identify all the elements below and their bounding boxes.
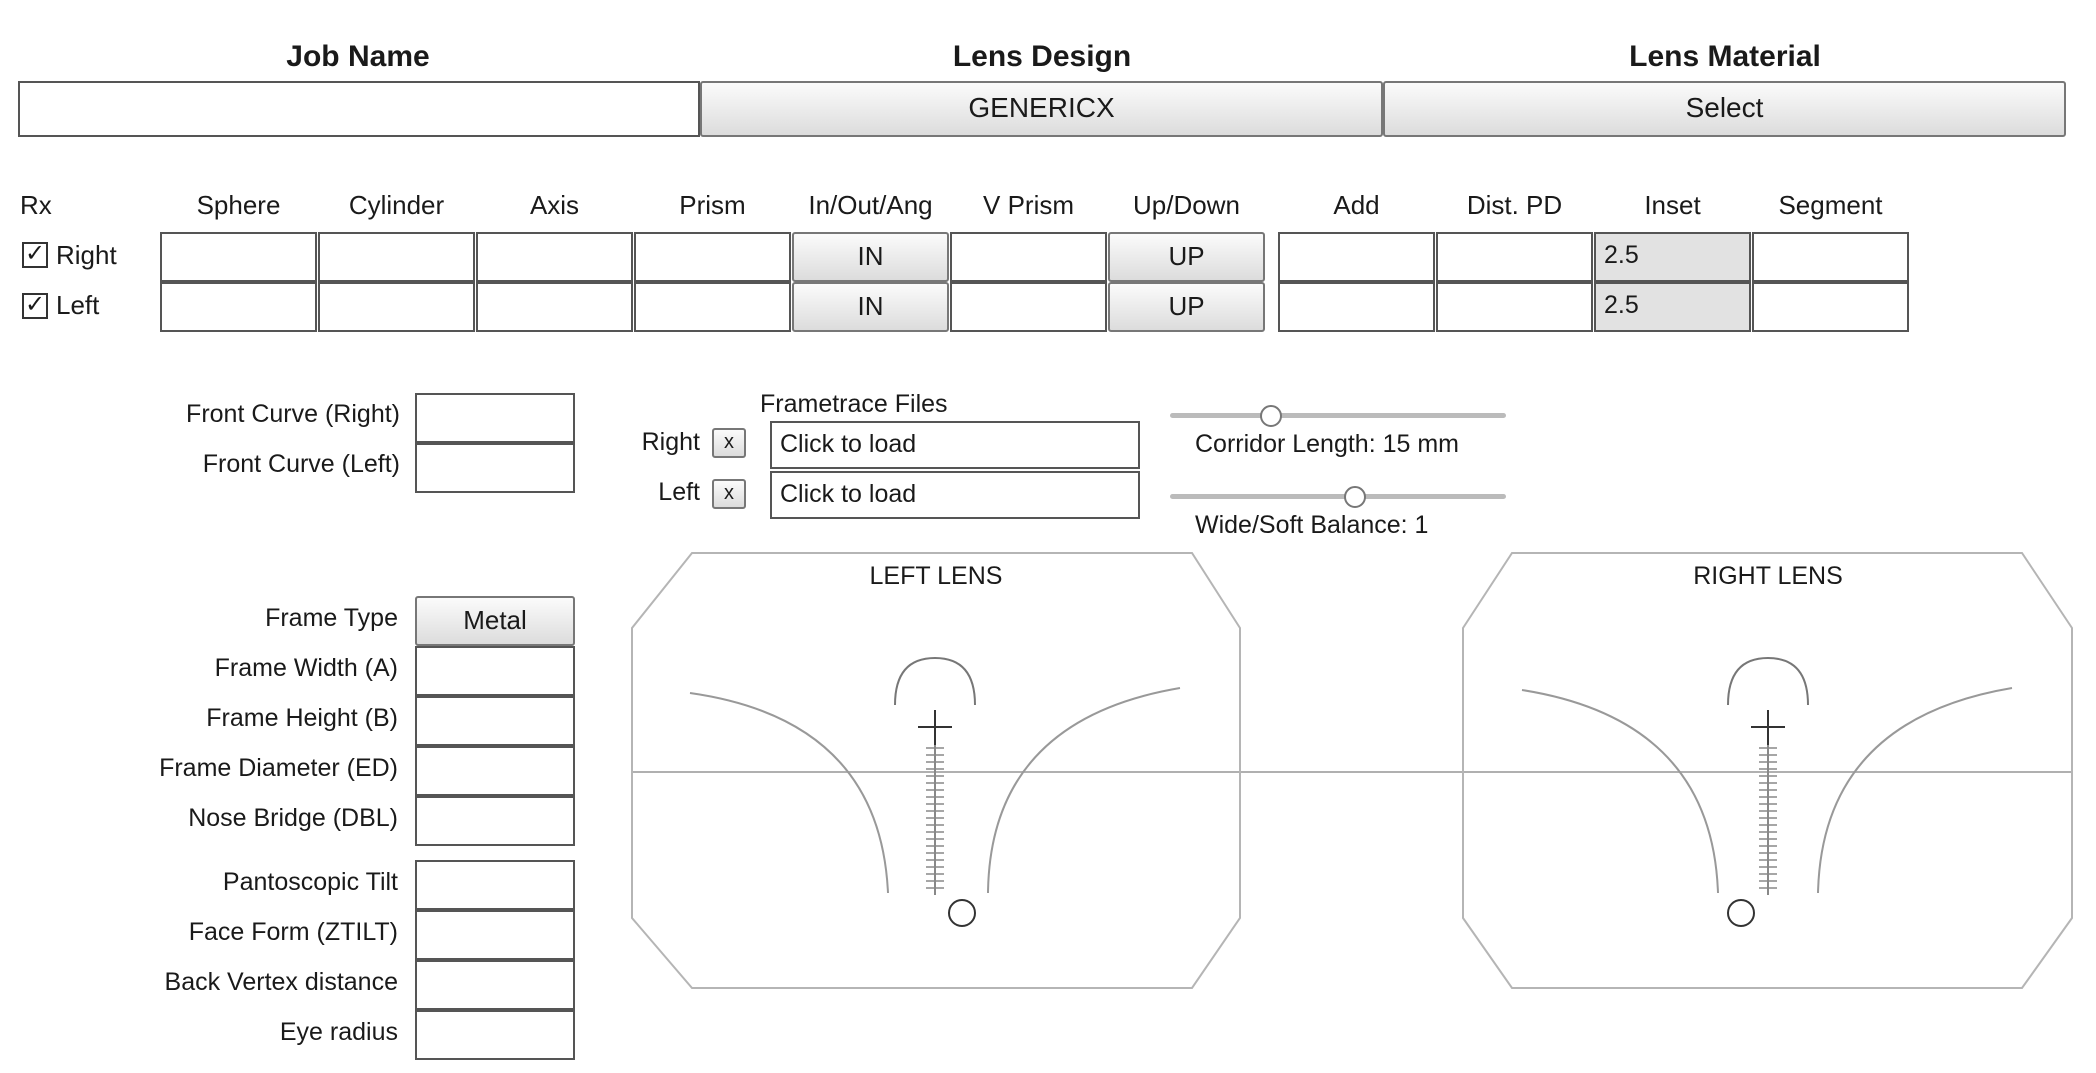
frame-height-input[interactable] xyxy=(415,696,575,746)
back-vertex-input[interactable] xyxy=(415,960,575,1010)
frame-type-label: Frame Type xyxy=(265,604,398,632)
wide-soft-balance-label: Wide/Soft Balance: 1 xyxy=(1195,511,1429,539)
right-v-prism-input[interactable] xyxy=(950,232,1107,282)
left-sphere-input[interactable] xyxy=(160,282,317,332)
left-lens-corridor-ladder xyxy=(926,745,944,895)
frametrace-right-label: Right xyxy=(641,428,700,456)
right-lens-near-arc xyxy=(1727,656,1809,706)
rx-col-header: Cylinder xyxy=(348,190,445,220)
right-prism-input[interactable] xyxy=(634,232,791,282)
right-lens-curve-left xyxy=(1521,689,1719,894)
frame-diameter-input[interactable] xyxy=(415,746,575,796)
front-curve-left-input[interactable] xyxy=(415,443,575,493)
left-add-input[interactable] xyxy=(1278,282,1435,332)
right-lens-fitting-cross xyxy=(1751,710,1785,745)
rx-col-header: Dist. PD xyxy=(1466,190,1563,220)
front-curve-right-label: Front Curve (Right) xyxy=(186,400,400,428)
rx-left-label: Left xyxy=(56,290,100,320)
lens-design-label: Lens Design xyxy=(952,40,1132,73)
left-lens-near-circle xyxy=(948,899,976,927)
frame-width-label: Frame Width (A) xyxy=(214,654,398,682)
pantoscopic-tilt-input[interactable] xyxy=(415,860,575,910)
right-lens-outline xyxy=(1462,552,2073,989)
left-segment-input[interactable] xyxy=(1752,282,1909,332)
right-in-out-ang-button[interactable]: IN xyxy=(792,232,949,282)
left-lens-curve-left xyxy=(689,692,889,894)
right-add-input[interactable] xyxy=(1278,232,1435,282)
rx-col-header: In/Out/Ang xyxy=(808,190,933,220)
lens-material-button[interactable]: Select xyxy=(1383,81,2066,137)
right-checkbox[interactable]: ✓ xyxy=(22,242,48,268)
right-lens-curve-right xyxy=(1817,687,2013,894)
nose-bridge-label: Nose Bridge (DBL) xyxy=(188,804,398,832)
left-dist-pd-input[interactable] xyxy=(1436,282,1593,332)
right-up-down-button[interactable]: UP xyxy=(1108,232,1265,282)
right-sphere-input[interactable] xyxy=(160,232,317,282)
rx-col-header: Sphere xyxy=(196,190,281,220)
left-axis-input[interactable] xyxy=(476,282,633,332)
frametrace-left-clear-button[interactable]: x xyxy=(712,479,746,509)
nose-bridge-input[interactable] xyxy=(415,796,575,846)
frame-height-label: Frame Height (B) xyxy=(206,704,398,732)
right-lens-corridor-ladder xyxy=(1759,745,1777,895)
frametrace-left-label: Left xyxy=(658,478,700,506)
right-segment-input[interactable] xyxy=(1752,232,1909,282)
rx-title: Rx xyxy=(20,190,52,220)
lens-design-button[interactable]: GENERICX xyxy=(700,81,1383,137)
frametrace-right-input[interactable]: Click to load xyxy=(770,421,1140,469)
rx-col-header: Up/Down xyxy=(1133,190,1240,220)
left-lens-title: LEFT LENS xyxy=(869,562,1003,590)
left-up-down-button[interactable]: UP xyxy=(1108,282,1265,332)
frametrace-left-input[interactable]: Click to load xyxy=(770,471,1140,519)
corridor-length-label: Corridor Length: 15 mm xyxy=(1195,430,1460,458)
right-lens-title: RIGHT LENS xyxy=(1693,562,1843,590)
corridor-slider-thumb[interactable] xyxy=(1259,405,1282,427)
left-prism-input[interactable] xyxy=(634,282,791,332)
rx-col-header: V Prism xyxy=(983,190,1074,220)
frame-width-input[interactable] xyxy=(415,646,575,696)
left-in-out-ang-button[interactable]: IN xyxy=(792,282,949,332)
job-name-label: Job Name xyxy=(286,40,430,73)
frametrace-right-clear-button[interactable]: x xyxy=(712,428,746,458)
left-cylinder-input[interactable] xyxy=(318,282,475,332)
left-lens-near-arc xyxy=(894,656,976,706)
right-cylinder-input[interactable] xyxy=(318,232,475,282)
left-lens-curve-right xyxy=(987,687,1181,894)
frame-type-button[interactable]: Metal xyxy=(415,596,575,646)
front-curve-right-input[interactable] xyxy=(415,393,575,443)
right-dist-pd-input[interactable] xyxy=(1436,232,1593,282)
rx-col-header: Add xyxy=(1333,190,1380,220)
left-checkbox[interactable]: ✓ xyxy=(22,293,48,319)
face-form-label: Face Form (ZTILT) xyxy=(188,918,398,946)
left-inset-input[interactable]: 2.5 xyxy=(1594,282,1751,332)
lens-material-label: Lens Material xyxy=(1629,40,1821,73)
left-lens-outline xyxy=(631,552,1241,989)
eye-radius-label: Eye radius xyxy=(279,1018,398,1046)
eye-radius-input[interactable] xyxy=(415,1010,575,1060)
front-curve-left-label: Front Curve (Left) xyxy=(202,450,400,478)
right-lens-near-circle xyxy=(1727,899,1755,927)
back-vertex-label: Back Vertex distance xyxy=(164,968,398,996)
balance-slider-track[interactable] xyxy=(1170,494,1506,499)
right-inset-input[interactable]: 2.5 xyxy=(1594,232,1751,282)
left-lens-fitting-cross xyxy=(918,710,952,745)
rx-right-label: Right xyxy=(56,240,117,270)
pantoscopic-tilt-label: Pantoscopic Tilt xyxy=(222,868,398,896)
job-name-input[interactable] xyxy=(18,81,700,137)
right-axis-input[interactable] xyxy=(476,232,633,282)
frame-diameter-label: Frame Diameter (ED) xyxy=(159,754,398,782)
left-v-prism-input[interactable] xyxy=(950,282,1107,332)
rx-col-header: Inset xyxy=(1644,190,1701,220)
frametrace-title: Frametrace Files xyxy=(760,390,948,418)
rx-col-header: Prism xyxy=(679,190,746,220)
rx-col-header: Segment xyxy=(1778,190,1883,220)
face-form-input[interactable] xyxy=(415,910,575,960)
corridor-slider-track[interactable] xyxy=(1170,413,1506,418)
balance-slider-thumb[interactable] xyxy=(1343,486,1366,508)
rx-col-header: Axis xyxy=(529,190,580,220)
